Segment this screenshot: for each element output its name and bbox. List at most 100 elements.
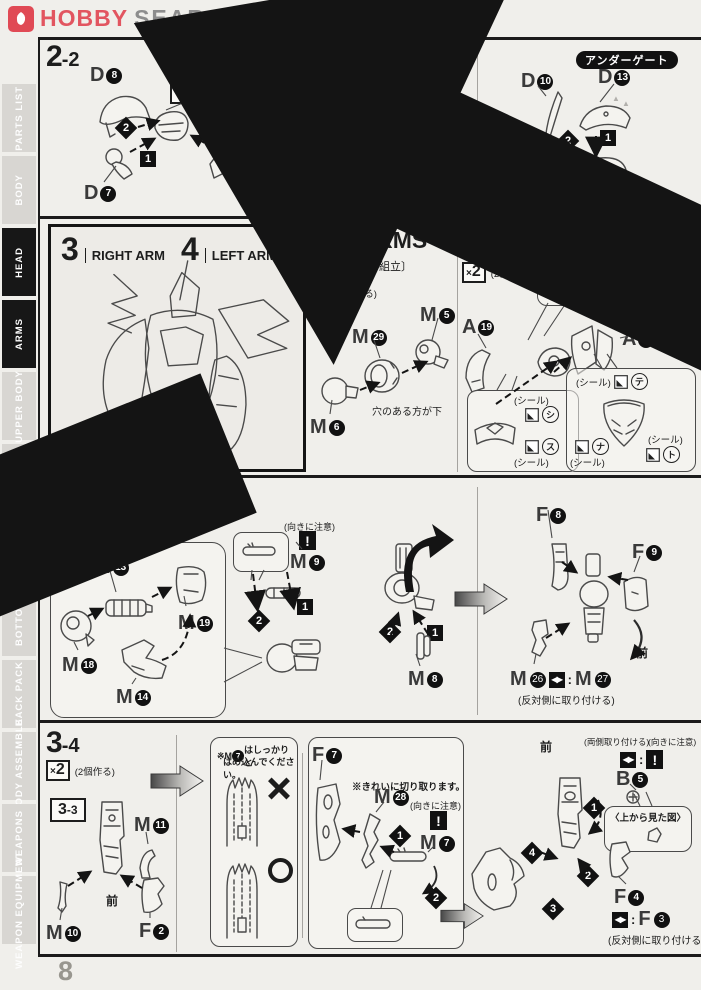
part-number: 14: [134, 689, 151, 706]
sticker-mark-to: ト: [646, 446, 680, 463]
part-number: 5: [632, 771, 649, 788]
part-illustration-a19: [465, 349, 491, 393]
part-letter: D: [598, 66, 613, 88]
orientation-note: (向きに注意): [648, 737, 697, 747]
part-number: 11: [152, 817, 169, 834]
divider-v-row1: [477, 46, 478, 212]
sidebar-item-weapon-equipment: WEAPON EQUIPMENT: [2, 851, 36, 969]
divider-top: [40, 37, 701, 40]
ref-number: 3: [58, 801, 67, 818]
part-number: 6: [328, 419, 345, 436]
part-illustration-f4: [609, 841, 631, 878]
part-illustration-m31: [545, 277, 585, 298]
make-two-note: ×2 (2個作る): [46, 518, 115, 539]
part-letter: M: [116, 686, 133, 708]
sticker-icon: [613, 374, 628, 389]
part-illustration-m18: [60, 610, 95, 647]
divider-v-row4b: [302, 753, 303, 938]
divider-v-row4a: [176, 735, 177, 952]
part-number: 8: [550, 507, 567, 524]
x2-icon: ×2: [308, 282, 332, 303]
part-number: 18: [80, 657, 97, 674]
section-subnumber: -4: [61, 735, 80, 757]
part-letter: M: [290, 551, 307, 573]
section-number: 3: [464, 224, 481, 257]
part-number: 31: [618, 275, 635, 292]
sticker-icon: [646, 447, 660, 462]
wrong-mark-icon: [267, 776, 291, 800]
seal-note: (シール): [514, 396, 549, 407]
front-label: 前: [636, 646, 649, 660]
both-sides-icon: ◀▶: [620, 751, 636, 768]
sticker-kana: ト: [663, 446, 680, 463]
part-illustration-l29: [379, 154, 417, 173]
part-letter: M: [420, 304, 437, 326]
section-3-2-title: 3-2: [464, 224, 497, 258]
part-letter: D: [84, 182, 99, 204]
part-number: 9: [264, 117, 281, 134]
part-letter: M: [408, 668, 425, 690]
sticker-mark-su: ス: [525, 438, 559, 455]
correct-mark-icon: [268, 858, 293, 883]
section-3-3-title: 3-3: [46, 482, 79, 516]
assembly-3-3-result: [579, 553, 609, 643]
part-illustration-head-assembly: [372, 90, 423, 136]
brand-name-red: HOBBY: [40, 5, 129, 31]
part-letter: D: [521, 70, 536, 92]
top-view-label: 〈上から見た図〉: [610, 813, 687, 824]
part-number: 9: [646, 544, 663, 561]
assembly-3-3-stage2: [384, 543, 435, 611]
section-name: ARMS: [350, 227, 427, 254]
sticker-mark-te: (シール) テ: [576, 373, 648, 390]
divider-row1: [40, 216, 701, 219]
part-letter: F: [536, 504, 549, 526]
part-number: 7: [326, 747, 343, 764]
pill-detail-part: [242, 542, 276, 556]
part-illustration-m5: [415, 339, 449, 369]
assembly-3-3-stage1: [266, 639, 321, 673]
both-sides-note: (両側取り付ける): [584, 737, 650, 747]
part-illustration-f8: [551, 543, 569, 591]
part-number: 13: [614, 69, 631, 86]
assembly-3-4-result: [557, 777, 583, 849]
part-number: 5: [438, 307, 455, 324]
part-letter: F: [632, 541, 645, 563]
sticker-mark-na: ナ: [575, 438, 609, 455]
section-number: 2: [46, 40, 63, 73]
sticker-kana: ナ: [592, 438, 609, 455]
seal-note: (シール): [576, 377, 611, 389]
part-letter: A: [622, 328, 637, 350]
sticker-kana: ス: [542, 438, 559, 455]
make-two-text: (2個作る): [490, 268, 531, 280]
step-3-badge: 3: [541, 897, 565, 921]
sidebar-label: HEAD: [13, 246, 25, 278]
sidebar-label: LEGS: [13, 463, 25, 493]
make-two-text: (2個作る): [74, 766, 115, 778]
part-number: 9: [308, 554, 325, 571]
section-number: 3: [46, 482, 63, 515]
big-outline-arrow: [299, 47, 354, 213]
seal-note: (シール): [570, 458, 605, 469]
part-letter: F: [614, 886, 627, 908]
ref-subnumber: -3: [66, 803, 78, 817]
part-number: 26: [529, 671, 546, 688]
divider-v-row3: [477, 487, 478, 715]
ref-number: 2: [178, 83, 187, 100]
part-number: 28: [392, 789, 409, 806]
section-subnumber: -2: [479, 233, 498, 255]
part-letter: M: [510, 668, 527, 690]
seal-note: (シール): [648, 435, 683, 446]
front-label: 前: [540, 740, 553, 754]
